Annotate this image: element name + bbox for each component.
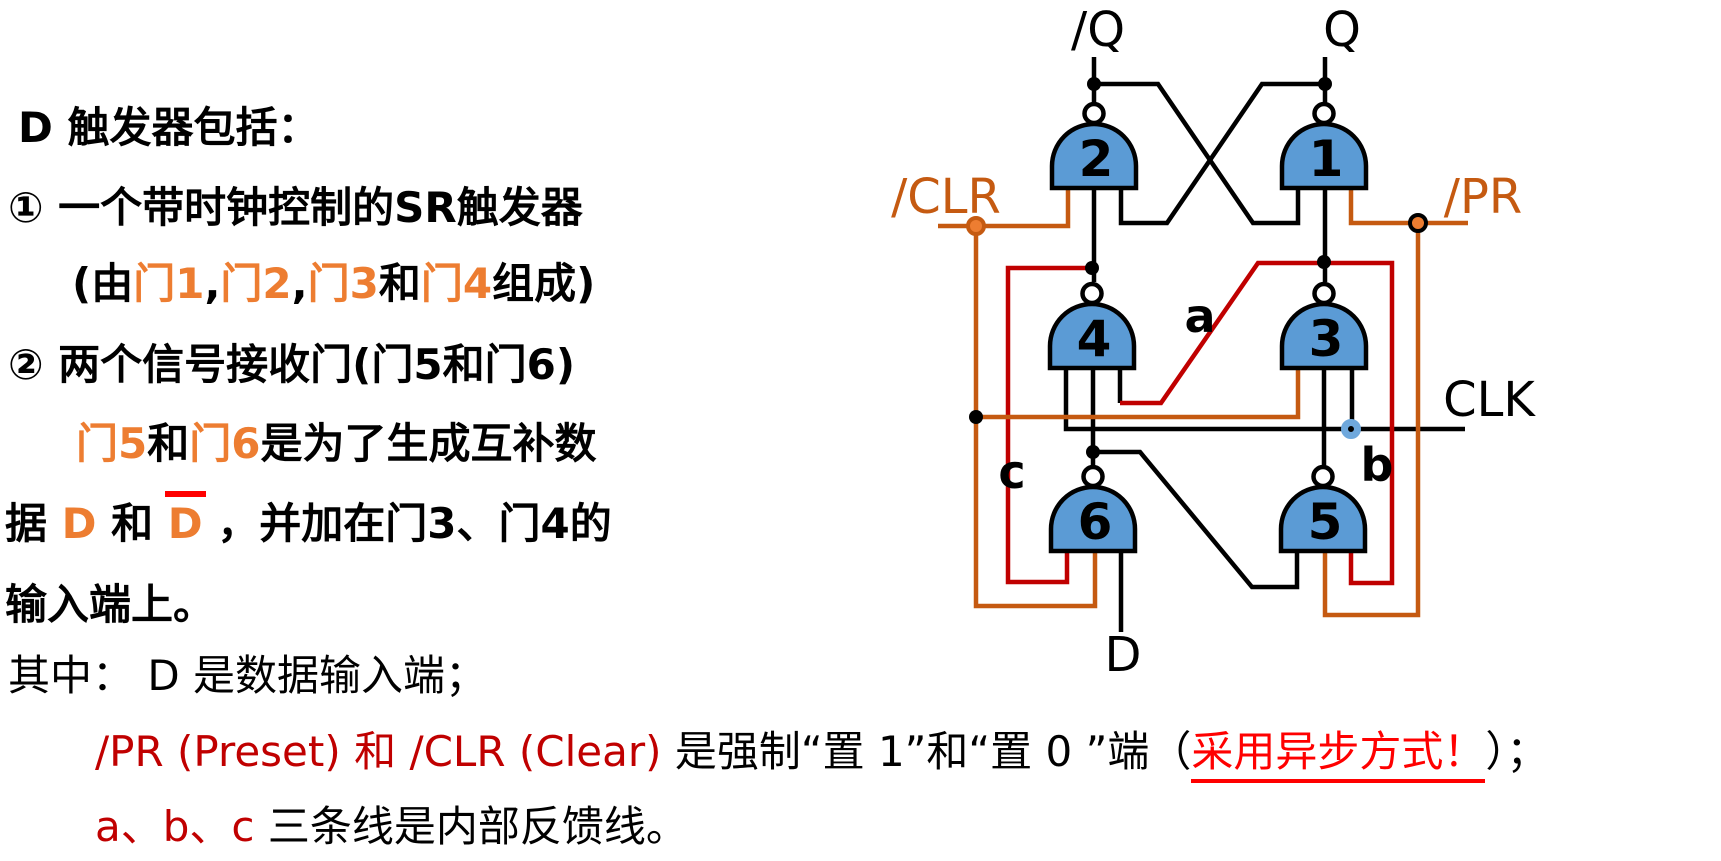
signal-label-CLK: CLK	[1443, 372, 1536, 428]
text-line-5: 门5和门6是为了生成互补数	[76, 419, 597, 468]
wire-clr-branch-to-gate3	[976, 368, 1301, 420]
nand-gate-6-bubble	[1081, 464, 1105, 489]
text-line-8: 其中： D 是数据输入端；	[8, 651, 488, 700]
text-line-3: (由门1,门2,门3和门4组成)	[72, 259, 596, 308]
signal-label-c: c	[998, 445, 1025, 499]
junction-dot	[1318, 77, 1332, 91]
text-segment: 门5	[76, 419, 148, 468]
text-line-9: /PR (Preset) 和 /CLR (Clear) 是强制“置 1”和“置 …	[95, 727, 1549, 783]
nand-gate-4-bubble	[1080, 281, 1104, 306]
nand-gate-6-number: 6	[1078, 493, 1113, 551]
signal-label-b: b	[1361, 438, 1394, 492]
nand-gate-1-bubble	[1312, 101, 1336, 126]
text-segment: ）；	[1485, 727, 1549, 776]
text-segment: 三条线是内部反馈线。	[267, 802, 688, 851]
text-segment: 和	[96, 499, 168, 548]
signal-label-nCLR: /CLR	[891, 169, 1001, 225]
junction-dot	[969, 410, 983, 424]
text-segment: 门6	[189, 419, 261, 468]
text-segment: 采用异步方式！	[1191, 727, 1486, 783]
signal-label-a: a	[1184, 289, 1215, 343]
text-line-6: 据 D 和 D ，并加在门3、门4的	[5, 499, 612, 548]
text-segment: ① 一个带时钟控制的SR触发器	[8, 183, 583, 232]
wire-feedback-a-red-loop	[1120, 260, 1395, 586]
nand-gate-5-number: 5	[1308, 493, 1343, 551]
wire-cross-nq-to-gate1	[1094, 81, 1301, 226]
text-segment: D	[167, 499, 203, 548]
signal-label-nPR: /PR	[1444, 169, 1522, 225]
text-segment: 门1	[133, 259, 205, 308]
text-line-7: 输入端上。	[5, 580, 216, 629]
clr-terminal	[966, 216, 986, 236]
text-segment: ,	[204, 259, 221, 308]
text-line-2: ① 一个带时钟控制的SR触发器	[8, 183, 583, 232]
text-segment: 输入端上。	[5, 580, 216, 629]
wire-gate6-out-cross-to-gate5	[1093, 449, 1300, 590]
nand-gate-3-number: 3	[1309, 310, 1344, 368]
text-segment: a、b、c	[95, 802, 268, 851]
text-segment: ,	[291, 259, 308, 308]
clk-tap-dot	[1341, 419, 1361, 439]
nand-gate-3-bubble	[1312, 281, 1336, 306]
wire-pr-down-to-gate5	[1322, 223, 1421, 618]
text-segment: 是强制“置 1”和“置 0 ”端（	[674, 727, 1192, 776]
text-segment: ，并加在门3、门4的	[202, 499, 612, 548]
pr-terminal	[1408, 213, 1428, 233]
text-segment: 其中： D 是数据输入端；	[8, 651, 488, 700]
nand-gate-5-bubble	[1311, 464, 1335, 489]
nand-gate-1-number: 1	[1309, 130, 1344, 188]
signal-label-nQ: /Q	[1071, 2, 1125, 58]
junction-dot	[1317, 255, 1331, 269]
text-segment: 门3	[307, 259, 379, 308]
wire-pr-entry	[1348, 188, 1468, 226]
junction-dot	[1087, 77, 1101, 91]
text-segment: 据	[5, 499, 62, 548]
signal-label-D: D	[1105, 627, 1142, 683]
text-segment: ② 两个信号接收门(门5和门6)	[8, 340, 576, 389]
nand-gate-2-bubble	[1082, 101, 1106, 126]
text-segment: 是为了生成互补数	[260, 419, 597, 468]
text-segment: /PR (Preset) 和 /CLR (Clear)	[95, 727, 675, 776]
text-segment: 组成)	[492, 259, 596, 308]
signal-label-Q: Q	[1323, 2, 1361, 58]
text-segment: D	[61, 499, 97, 548]
junction-dot	[1086, 445, 1100, 459]
text-segment: 和	[147, 419, 190, 468]
nand-gate-4-number: 4	[1077, 310, 1112, 368]
junction-dot	[1085, 261, 1099, 275]
text-line-4: ② 两个信号接收门(门5和门6)	[8, 340, 576, 389]
text-segment: 和	[378, 259, 421, 308]
nand-gate-2-number: 2	[1079, 130, 1114, 188]
text-segment: D 触发器包括：	[18, 103, 320, 152]
text-line-1: D 触发器包括：	[18, 103, 320, 152]
text-segment: (由	[72, 259, 134, 308]
text-line-10: a、b、c 三条线是内部反馈线。	[95, 802, 688, 851]
wire-feedback-c-red-loop	[1005, 265, 1092, 585]
text-segment: 门2	[220, 259, 292, 308]
wire-cross-q-to-gate2	[1118, 81, 1325, 226]
wire-clk-line	[1063, 368, 1465, 432]
text-segment: 门4	[420, 259, 493, 308]
